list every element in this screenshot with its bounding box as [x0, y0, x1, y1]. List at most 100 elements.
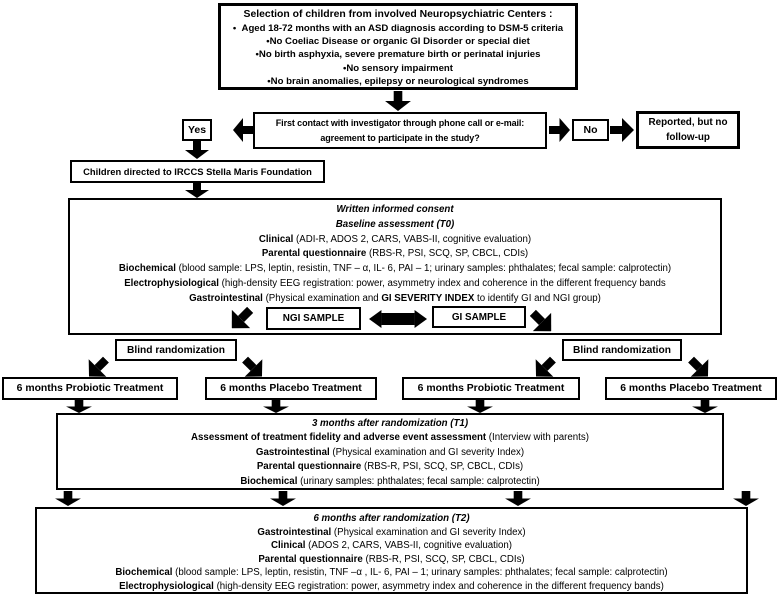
text-line: Gastrointestinal (Physical examination a… [257, 526, 525, 540]
arrow-down-icon [466, 400, 494, 413]
text-line: Parental questionnaire (RBS-R, PSI, SCQ,… [258, 553, 524, 567]
blind-randomization-left-box: Blind randomization [115, 339, 237, 361]
text-segment: Gastrointestinal [255, 446, 333, 458]
text-line: Electrophysiological (high-density EEG r… [119, 277, 671, 292]
arrow-down-icon [184, 141, 210, 159]
text-line: Written informed consent [119, 203, 671, 218]
gi-sample-box: GI SAMPLE [432, 306, 526, 328]
text-segment: (blood sample: LPS, leptin, resistin, TN… [175, 567, 668, 579]
text-line: Parental questionnaire (RBS-R, PSI, SCQ,… [257, 460, 523, 474]
t1-assessment-box: 3 months after randomization (T1) Assessm… [56, 413, 724, 490]
text-segment: (urinary samples: phthalates; fecal samp… [300, 475, 540, 487]
text-segment: (RBS-R, PSI, SCQ, SP, CBCL, CDIs) [363, 461, 524, 473]
text-segment: GI SEVERITY INDEX [381, 292, 475, 304]
text-segment: Electrophysiological [119, 580, 217, 592]
text-line: • Aged 18-72 months with an ASD diagnosi… [233, 22, 563, 35]
text-line: •No brain anomalies, epilepsy or neurolo… [233, 75, 563, 87]
text-segment: (ADI-R, ADOS 2, CARS, VABS-II, cognitive… [296, 233, 532, 245]
text-line: Parental questionnaire (RBS-R, PSI, SCQ,… [119, 247, 671, 262]
text-line: follow-up [666, 130, 710, 145]
selection-criteria-box: Selection of children from involved Neur… [218, 3, 578, 90]
arrow-left-icon [233, 117, 253, 143]
text-line: Electrophysiological (high-density EEG r… [119, 580, 664, 592]
text-segment: Parental questionnaire [261, 248, 369, 260]
text-segment: (Interview with parents) [488, 432, 589, 444]
text-segment: •No birth asphyxia, severe premature bir… [255, 49, 541, 61]
first-contact-question-box: First contact with investigator through … [253, 112, 547, 149]
text-line: Reported, but no [649, 115, 728, 130]
text-segment: (Physical examination and GI severity In… [332, 446, 525, 458]
text-segment: Biochemical [115, 567, 176, 579]
arrow-down-icon [269, 491, 297, 506]
text-segment: (RBS-R, PSI, SCQ, SP, CBCL, CDIs) [365, 553, 525, 565]
text-segment: •No Coeliac Disease or organic GI Disord… [266, 36, 530, 48]
text-segment: 3 months after randomization (T1) [311, 418, 469, 429]
text-line: Biochemical (blood sample: LPS, leptin, … [115, 566, 667, 580]
text-segment: (Physical examination and [265, 292, 382, 304]
selection-criteria-title: Selection of children from involved Neur… [243, 9, 553, 20]
text-segment: •No brain anomalies, epilepsy or neurolo… [267, 75, 529, 87]
text-line: Biochemical (blood sample: LPS, leptin, … [119, 262, 671, 277]
blind-randomization-right-box: Blind randomization [562, 339, 682, 361]
arrow-double-horizontal-icon [369, 309, 427, 329]
text-line: Assessment of treatment fidelity and adv… [191, 431, 589, 445]
text-line: Clinical (ADI-R, ADOS 2, CARS, VABS-II, … [119, 233, 671, 248]
text-segment: (RBS-R, PSI, SCQ, SP, CBCL, CDIs) [368, 248, 529, 260]
text-segment: • Aged 18-72 months with an ASD diagnosi… [232, 23, 564, 34]
text-segment: Biochemical [118, 263, 179, 275]
text-line: First contact with investigator through … [276, 116, 525, 131]
text-line: Biochemical (urinary samples: phthalates… [240, 475, 540, 488]
text-line: Gastrointestinal (Physical examination a… [119, 292, 671, 307]
text-line: 6 months after randomization (T2) [313, 512, 469, 526]
no-box: No [572, 119, 609, 141]
text-segment: agreement to participate in the study? [320, 132, 480, 143]
text-segment: (high-density EEG registration: power, a… [216, 580, 664, 592]
placebo-treatment-box-left: 6 months Placebo Treatment [205, 377, 377, 400]
text-line: •No sensory impairment [233, 62, 563, 75]
text-segment: Baseline assessment (T0) [335, 218, 455, 230]
text-segment: Gastrointestinal [257, 526, 334, 538]
text-segment: (high-density EEG registration: power, a… [221, 277, 666, 289]
text-segment: Gastrointestinal [189, 292, 266, 304]
text-segment: Written informed consent [336, 204, 454, 215]
text-segment: Electrophysiological [124, 277, 222, 289]
text-segment: Reported, but no [648, 117, 728, 128]
text-segment: follow-up [666, 132, 710, 143]
text-segment: 6 months after randomization (T2) [313, 513, 470, 524]
selection-criteria-list: • Aged 18-72 months with an ASD diagnosi… [233, 22, 563, 87]
probiotic-treatment-box-right: 6 months Probiotic Treatment [402, 377, 580, 400]
arrow-down-icon [184, 182, 210, 198]
text-line: •No Coeliac Disease or organic GI Disord… [233, 35, 563, 48]
ngi-sample-box: NGI SAMPLE [266, 307, 361, 330]
text-segment: Biochemical [240, 475, 301, 487]
text-segment: (ADOS 2, CARS, VABS-II, cognitive evalua… [308, 540, 513, 552]
arrow-down-icon [384, 91, 412, 111]
text-segment: Assessment of treatment fidelity and adv… [191, 432, 489, 444]
text-segment: Parental questionnaire [258, 553, 366, 565]
yes-box: Yes [182, 119, 212, 141]
arrow-down-icon [262, 400, 290, 413]
text-segment: •No sensory impairment [342, 62, 453, 74]
arrow-down-icon [732, 491, 760, 506]
text-segment: (Physical examination and GI severity In… [333, 526, 526, 538]
text-line: Clinical (ADOS 2, CARS, VABS-II, cogniti… [271, 539, 512, 553]
text-segment: to identify GI and NGI group) [474, 292, 601, 304]
text-line: •No birth asphyxia, severe premature bir… [233, 48, 563, 61]
arrow-down-icon [65, 400, 93, 413]
stella-maris-direction-box: Children directed to IRCCS Stella Maris … [70, 160, 325, 183]
text-line: agreement to participate in the study? [320, 131, 479, 146]
reported-no-followup-box: Reported, but no follow-up [636, 111, 740, 149]
arrow-down-icon [504, 491, 532, 506]
text-segment: Clinical [270, 540, 309, 552]
text-segment: Clinical [258, 233, 297, 245]
t2-assessment-box: 6 months after randomization (T2) Gastroi… [35, 507, 748, 594]
probiotic-treatment-box-left: 6 months Probiotic Treatment [2, 377, 178, 400]
placebo-treatment-box-right: 6 months Placebo Treatment [605, 377, 777, 400]
arrow-right-icon [549, 117, 570, 143]
text-line: Baseline assessment (T0) [119, 218, 671, 233]
arrow-right-icon [610, 117, 634, 143]
text-segment: (blood sample: LPS, leptin, resistin, TN… [178, 263, 672, 275]
